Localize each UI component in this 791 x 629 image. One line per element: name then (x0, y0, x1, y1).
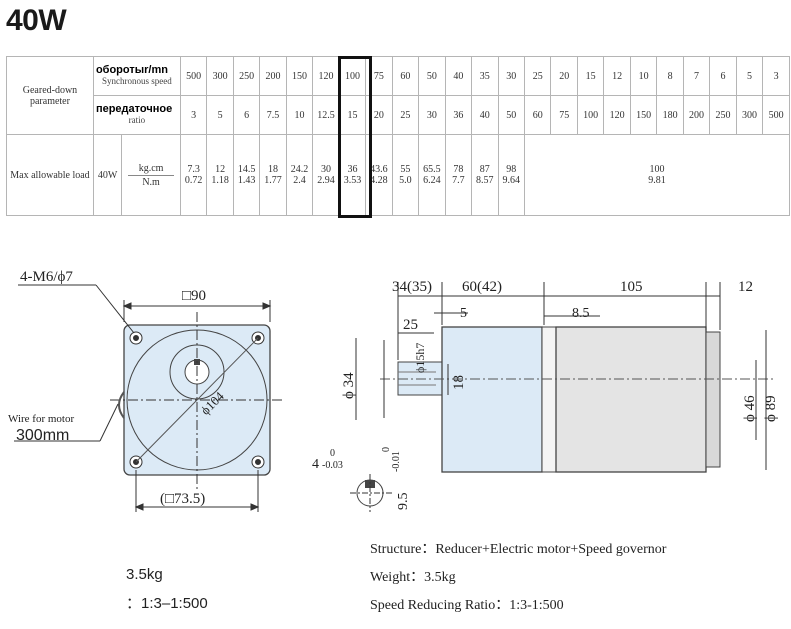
dim-5: 5 (460, 306, 467, 321)
ratio-label-ru: передаточное (95, 103, 173, 115)
dim-12: 12 (738, 279, 753, 295)
wire-length: 300mm (16, 427, 69, 444)
max-allowable-load-label: Max allowable load (6, 134, 94, 216)
ratio-cell: 12.5 (312, 95, 340, 135)
key-depth: 9.5 (396, 493, 411, 511)
ratio-note: Speed Reducing Ratio：1:3-1:500 (370, 598, 564, 613)
speed-cell: 100 (338, 56, 367, 96)
dim-34-35: 34(35) (392, 279, 432, 295)
dim-8-5: 8.5 (572, 306, 590, 321)
ratio-cell: 180 (656, 95, 684, 135)
speed-row: Geared-down parameter оборотыr/mn Synchr… (6, 56, 790, 135)
speed-cell: 300 (206, 56, 234, 96)
side-view: 34(35) 60(42) 105 12 25 5 8.5 ϕ15h7 ϕ 34… (341, 279, 779, 473)
dim-phi-34: ϕ 34 (341, 372, 357, 399)
key-width: 4 (312, 457, 319, 472)
speed-cell: 5 (735, 56, 764, 96)
dim-shaft-h7: ϕ15h7 (413, 343, 427, 373)
speed-cell: 120 (312, 56, 340, 96)
bottom-ratio: ：1:3–1:500 (126, 595, 208, 612)
key-section: 4 0 -0.03 9.5 0 -0.01 (312, 447, 411, 512)
speed-cell: 60 (391, 56, 420, 96)
dim-18: 18 (451, 375, 467, 390)
ratio-cell: 25 (391, 95, 420, 135)
unit-kgcm: kg.cm (128, 163, 174, 176)
motor-wire (118, 391, 125, 419)
structure-note: Structure：Reducer+Electric motor+Speed g… (370, 542, 667, 557)
ratio-cell: 500 (762, 95, 790, 135)
key-depth-tol-upper: 0 (381, 447, 392, 452)
speed-header-cell: оборотыr/mn Synchronous speed (92, 56, 181, 96)
key-width-tol-upper: 0 (330, 448, 335, 459)
power-cell: 40W (92, 134, 123, 216)
ratio-cell: 60 (523, 95, 552, 135)
ratio-label-en: ratio (128, 115, 146, 125)
ratio-cell: 3 (179, 95, 208, 135)
speed-cell: 35 (471, 56, 499, 96)
dim-pcd: (□73.5) (160, 491, 205, 507)
dim-105: 105 (620, 279, 643, 295)
front-view: ϕ104 □90 (□73.5) 4-M6/ϕ7 Wire for motor … (8, 269, 285, 512)
ratio-cell: 100 (576, 95, 605, 135)
weight-note: Weight：3.5kg (370, 570, 456, 585)
motor-end-cap (705, 331, 721, 468)
geared-down-spec-table: Geared-down parameter оборотыr/mn Synchr… (6, 56, 790, 216)
ratio-cell: 120 (603, 95, 631, 135)
bottom-weight: 3.5kg (126, 566, 163, 583)
speed-cell: 3 (762, 56, 790, 96)
dim-phi-46: ϕ 46 (742, 395, 758, 422)
speed-label-ru: обороты (95, 64, 145, 76)
gearbox-body (441, 326, 543, 473)
page-title: 40W (6, 4, 67, 37)
dim-phi-89: ϕ 89 (763, 395, 779, 422)
speed-cell: 6 (709, 56, 737, 96)
key-width-tol-lower: -0.03 (322, 460, 343, 471)
ratio-cell: 6 (232, 95, 261, 135)
diagonal-line (135, 337, 259, 463)
mount-holes-label: 4-M6/ϕ7 (20, 269, 73, 285)
dim-square-90: □90 (182, 288, 206, 304)
wire-label: Wire for motor (8, 413, 74, 425)
ratio-header-cell: передаточное ratio (92, 95, 181, 135)
load-unit-cell: kg.cm N.m (121, 134, 181, 216)
label-mask (18, 68, 80, 82)
key-depth-tol-lower: -0.01 (391, 451, 402, 472)
dim-25: 25 (403, 317, 418, 333)
speed-cell: 200 (259, 56, 287, 96)
ratio-15-highlight-box (338, 56, 372, 218)
motor-body (555, 326, 707, 473)
speed-unit: r/mn (144, 64, 168, 76)
ratio-cell: 5 (206, 95, 234, 135)
spacer-ring (541, 326, 557, 473)
dim-60-42: 60(42) (462, 279, 502, 295)
unit-nm: N.m (142, 176, 160, 188)
speed-label-en: Synchronous speed (102, 76, 172, 86)
